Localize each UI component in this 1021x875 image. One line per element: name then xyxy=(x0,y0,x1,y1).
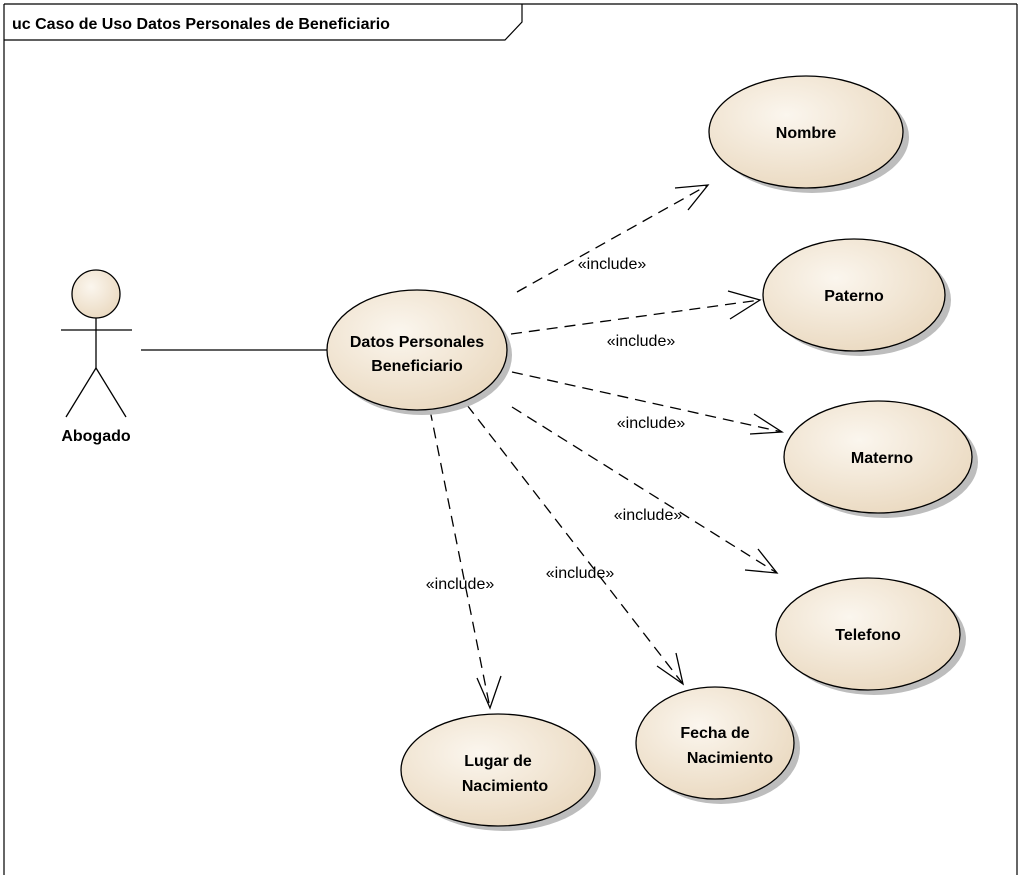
include-fecha[interactable]: «include» xyxy=(466,404,685,686)
include-lugar[interactable]: «include» xyxy=(426,409,502,710)
use-case-ellipse xyxy=(635,686,795,800)
include-label-nombre: «include» xyxy=(578,256,647,273)
use-case-label-line1: Fecha de xyxy=(680,725,749,742)
use-case-label-line1: Datos Personales xyxy=(350,334,484,351)
use-case-label: Materno xyxy=(851,450,913,467)
use-case-nombre[interactable]: Nombre xyxy=(708,75,909,193)
use-case-ellipse xyxy=(783,400,973,514)
use-case-ellipse xyxy=(775,577,961,691)
use-case-telefono[interactable]: Telefono xyxy=(775,577,966,695)
use-case-label: Nombre xyxy=(776,125,837,142)
include-nombre[interactable]: «include» xyxy=(516,184,710,293)
include-label-lugar: «include» xyxy=(426,576,495,593)
use-case-label-line1: Lugar de xyxy=(464,753,532,770)
use-case-paterno[interactable]: Paterno xyxy=(762,238,951,356)
include-telefono[interactable]: «include» xyxy=(511,406,779,574)
use-case-lugar-de-nacimiento[interactable]: Lugar de Nacimiento xyxy=(400,713,601,831)
use-case-ellipse xyxy=(762,238,946,352)
use-case-label-line2: Nacimiento xyxy=(687,750,773,767)
use-case-label: Telefono xyxy=(835,627,901,644)
include-label-paterno: «include» xyxy=(607,333,676,350)
actor-head xyxy=(71,269,121,319)
use-case-materno[interactable]: Materno xyxy=(783,400,978,518)
include-label-materno: «include» xyxy=(617,415,686,432)
frame-title-tab xyxy=(4,4,523,41)
use-case-ellipse xyxy=(326,289,508,411)
actor-abogado[interactable]: Abogado xyxy=(61,269,132,445)
include-paterno[interactable]: «include» xyxy=(510,290,762,350)
actor-label: Abogado xyxy=(61,428,131,445)
use-case-ellipse xyxy=(400,713,596,827)
use-case-label-line2: Nacimiento xyxy=(462,778,548,795)
include-materno[interactable]: «include» xyxy=(511,371,785,435)
use-case-datos-personales-beneficiario[interactable]: Datos Personales Beneficiario xyxy=(326,289,512,415)
include-label-telefono: «include» xyxy=(614,507,683,524)
use-case-ellipse xyxy=(708,75,904,189)
diagram-frame: uc Caso de Uso Datos Personales de Benef… xyxy=(3,3,1018,875)
frame-title: uc Caso de Uso Datos Personales de Benef… xyxy=(12,16,390,33)
use-case-label-line2: Beneficiario xyxy=(371,358,463,375)
use-case-fecha-de-nacimiento[interactable]: Fecha de Nacimiento xyxy=(635,686,800,804)
use-case-label: Paterno xyxy=(824,288,884,305)
include-label-fecha: «include» xyxy=(546,565,615,582)
